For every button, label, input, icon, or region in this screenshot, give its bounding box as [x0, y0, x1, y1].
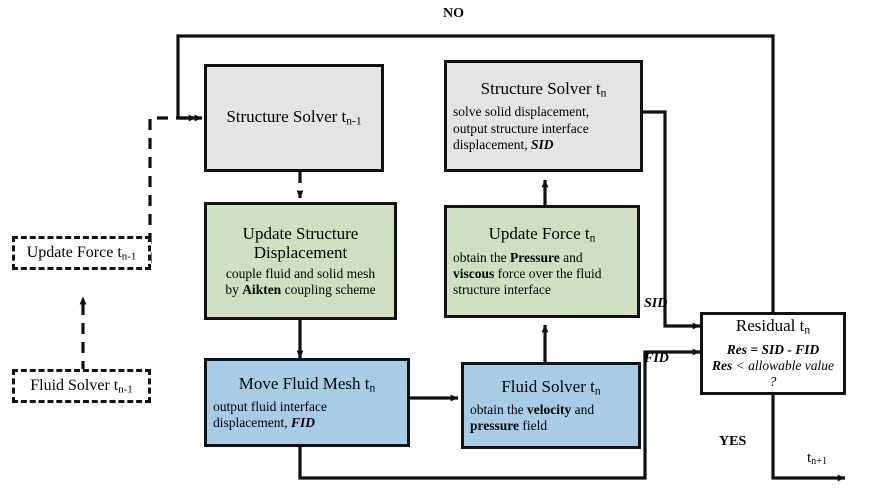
subscript: n	[589, 232, 596, 246]
edge-label-yes: YES	[719, 434, 747, 449]
body-line-1: solve solid displacement,	[453, 104, 590, 120]
subscript: n-1	[118, 383, 133, 396]
residual-condition: < allowable value ?	[732, 358, 834, 390]
edge-label-t-next: tn+1	[807, 450, 828, 468]
node-fluid-solver-prev[interactable]: Fluid Solver tn-1	[12, 369, 151, 403]
node-update-structure-displacement[interactable]: Update Structure Displacement couple flu…	[204, 202, 397, 320]
edge-label-sid: SID	[644, 296, 668, 311]
node-title: Fluid Solver tn	[501, 376, 601, 398]
node-structure-solver-n[interactable]: Structure Solver tn solve solid displace…	[444, 60, 643, 172]
node-update-force-n[interactable]: Update Force tn obtain the Pressure and …	[444, 205, 640, 318]
emphasis-sid: SID	[530, 136, 554, 152]
edge-label-fid: FID	[644, 351, 669, 366]
edge-label-no: NO	[443, 6, 464, 21]
node-body: obtain the velocity and pressure field	[470, 402, 632, 434]
node-body: Res = SID - FID Res < allowable value ?	[709, 342, 837, 391]
emphasis-fid: FID	[290, 415, 315, 431]
node-title: Structure Solver tn	[480, 78, 607, 100]
node-body: couple fluid and solid mesh by Aikten co…	[225, 266, 375, 298]
emphasis-velocity: velocity	[527, 402, 572, 418]
body-line-1: output fluid interface	[213, 399, 327, 415]
body-line-2-pre: displacement,	[213, 415, 291, 431]
subscript: n	[600, 86, 607, 100]
body-line-1: couple fluid and solid mesh	[225, 265, 376, 281]
title-line-2: Displacement	[253, 242, 348, 262]
subscript: n+1	[811, 456, 828, 468]
emphasis-aikten: Aikten	[242, 282, 282, 298]
node-update-force-prev[interactable]: Update Force tn-1	[12, 236, 151, 270]
node-title: Update Force tn-1	[26, 243, 137, 263]
subscript: n	[804, 324, 811, 338]
node-title: Residual tn	[735, 316, 811, 338]
body-line-3: structure interface	[453, 282, 551, 298]
node-fluid-solver-n[interactable]: Fluid Solver tn obtain the velocity and …	[461, 362, 641, 449]
subscript: n-1	[346, 114, 362, 128]
node-body: obtain the Pressure and viscous force ov…	[453, 250, 631, 299]
body-line-2-post: coupling scheme	[281, 282, 376, 298]
body-line-3: displacement,	[453, 136, 531, 152]
node-move-fluid-mesh[interactable]: Move Fluid Mesh tn output fluid interfac…	[204, 358, 410, 447]
body-line-1-post: and	[559, 249, 583, 265]
node-residual-n[interactable]: Residual tn Res = SID - FID Res < allowa…	[700, 312, 846, 395]
subscript: n-1	[121, 250, 137, 263]
emphasis-viscous: viscous	[453, 266, 495, 282]
emphasis-pressure: Pressure	[510, 249, 560, 265]
node-structure-solver-prev[interactable]: Structure Solver tn-1	[204, 64, 384, 172]
emphasis-res: Res	[712, 358, 733, 374]
node-title: Structure Solver tn-1	[226, 107, 362, 128]
node-title: Move Fluid Mesh tn	[238, 373, 376, 395]
body-line-1-pre: obtain the	[453, 249, 510, 265]
body-line-2-post: force over the fluid	[494, 266, 602, 282]
node-title: Update Structure Displacement	[243, 224, 359, 262]
body-line-2: output structure interface	[453, 120, 589, 136]
body-line-1-post: and	[571, 402, 595, 418]
node-body: solve solid displacement, output structu…	[453, 104, 634, 153]
node-title: Update Force tn	[488, 224, 596, 246]
subscript: n	[594, 384, 601, 398]
body-line-2-pre: by	[225, 282, 243, 298]
subscript: n	[369, 381, 376, 395]
body-line-1-pre: obtain the	[470, 402, 527, 418]
node-title: Fluid Solver tn-1	[30, 376, 133, 396]
body-line-2-post: field	[519, 418, 548, 434]
emphasis-pressure: pressure	[470, 418, 520, 434]
residual-formula: Res = SID - FID	[726, 341, 820, 357]
title-line-1: Update Structure	[242, 223, 359, 243]
node-body: output fluid interface displacement, FID	[213, 399, 401, 431]
